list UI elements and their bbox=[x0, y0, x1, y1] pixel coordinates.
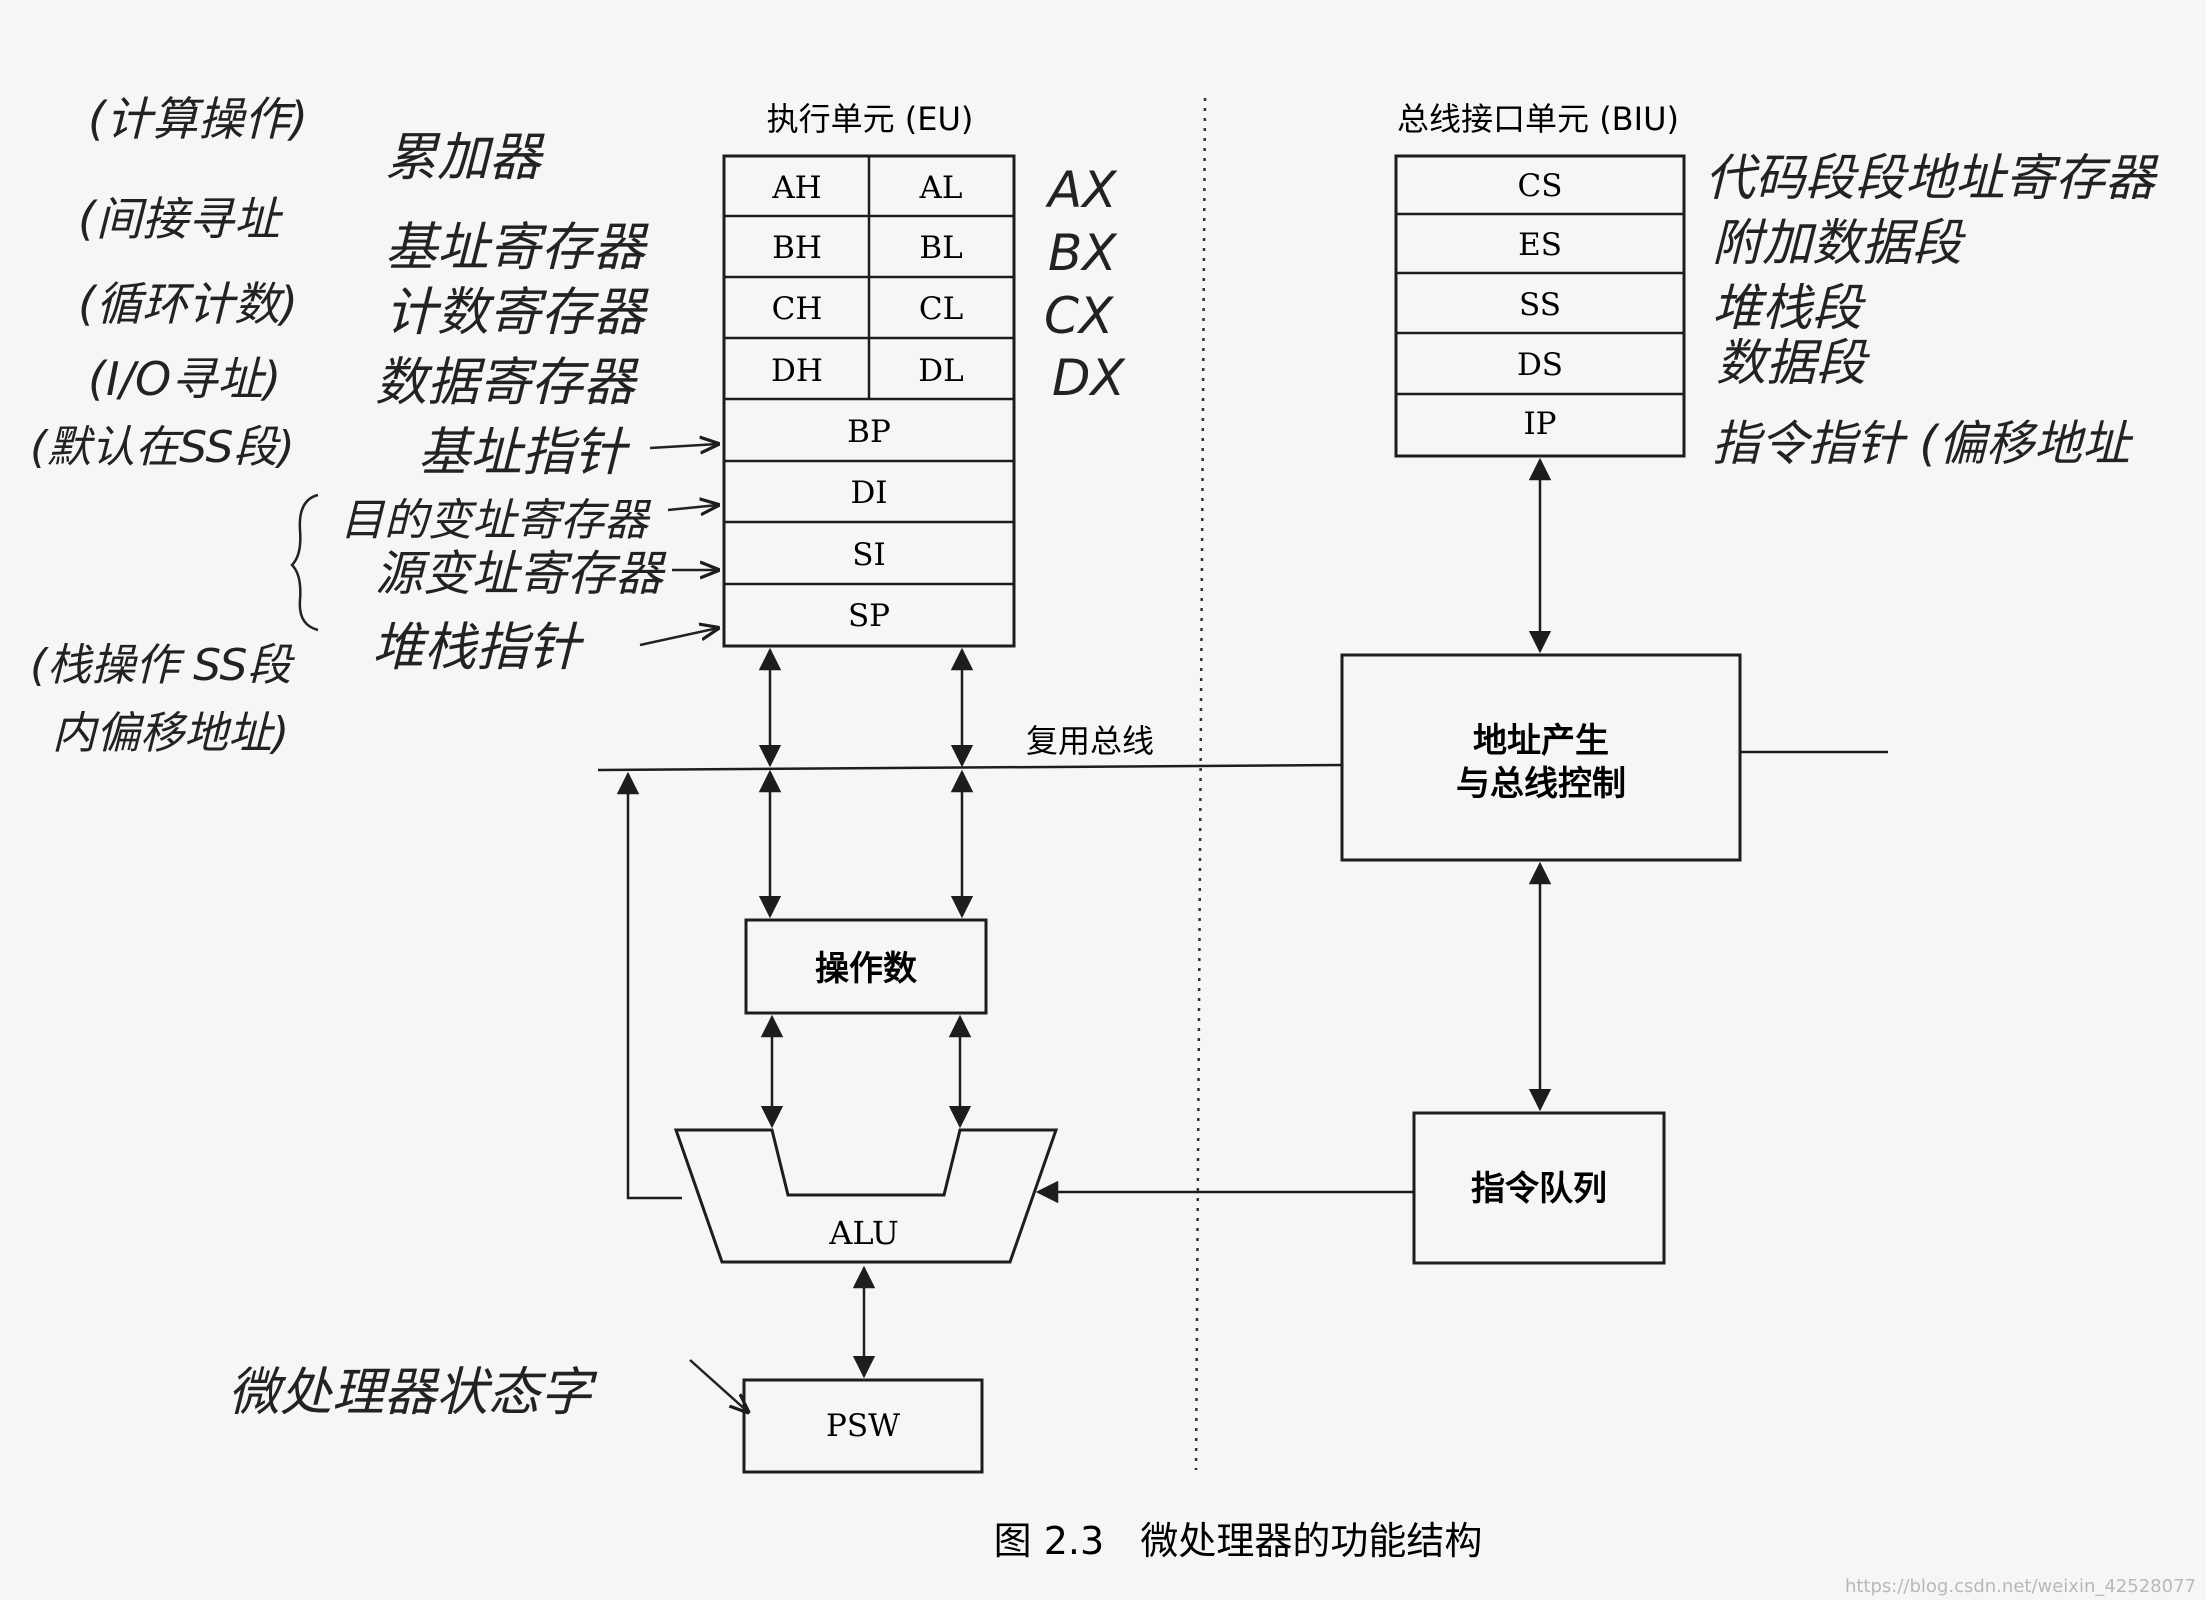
note-indirect-addressing: (间接寻址 bbox=[78, 192, 284, 246]
register-es: ES bbox=[1518, 227, 1562, 263]
note-stack-op-a: (栈操作 SS段 bbox=[30, 640, 295, 691]
note-loop-count: (循环计数) bbox=[78, 277, 298, 331]
register-ch: CH bbox=[772, 291, 823, 327]
handwritten-register-names: AX BX CX DX bbox=[1044, 161, 1127, 407]
note-cx: CX bbox=[1044, 287, 1115, 345]
eu-title: 执行单元 (EU) bbox=[767, 100, 974, 138]
note-default-ss: (默认在SS段) bbox=[30, 422, 295, 473]
note-ds: 数据段 bbox=[1716, 334, 1870, 392]
handwritten-marks bbox=[290, 444, 748, 1412]
register-bh: BH bbox=[772, 230, 822, 266]
instruction-queue-label: 指令队列 bbox=[1471, 1169, 1607, 1209]
operand-label: 操作数 bbox=[815, 949, 917, 989]
operand-box: 操作数 bbox=[744, 918, 988, 1015]
register-cl: CL bbox=[919, 291, 963, 327]
note-es: 附加数据段 bbox=[1712, 214, 1966, 272]
address-bus-control-line1: 地址产生 bbox=[1473, 721, 1609, 761]
data-flow-arrows bbox=[616, 457, 1552, 1379]
bus-label: 复用总线 bbox=[1026, 722, 1154, 760]
register-al: AL bbox=[919, 170, 963, 206]
hw-arrow-psw bbox=[689, 1359, 748, 1412]
note-psw: 微处理器状态字 bbox=[228, 1363, 598, 1423]
eu-register-file: AH AL BH BL CH CL DH DL BP DI SI SP bbox=[722, 154, 1016, 648]
note-bx: BX bbox=[1048, 224, 1118, 282]
note-dx: DX bbox=[1052, 349, 1127, 407]
register-ah: AH bbox=[771, 170, 821, 206]
alu-unit: ALU bbox=[673, 1128, 1059, 1264]
biu-title: 总线接口单元 (BIU) bbox=[1397, 100, 1679, 138]
register-ds: DS bbox=[1517, 347, 1563, 383]
note-data-register: 数据寄存器 bbox=[375, 353, 639, 413]
hw-arrow-di bbox=[667, 505, 718, 510]
handwritten-notes-right: 代码段段地址寄存器 附加数据段 堆栈段 数据段 指令指针 (偏移地址 bbox=[1705, 149, 2159, 472]
figure-caption: 图 2.3 微处理器的功能结构 bbox=[994, 1519, 1483, 1563]
note-ip: 指令指针 (偏移地址 bbox=[1712, 416, 2134, 472]
instruction-queue-box: 指令队列 bbox=[1412, 1111, 1666, 1265]
register-si: SI bbox=[852, 537, 885, 573]
note-compute-ops: (计算操作) bbox=[88, 92, 308, 146]
note-stack-op-b: 内偏移地址) bbox=[52, 708, 289, 759]
register-bl: BL bbox=[919, 230, 962, 266]
note-source-index: 源变址寄存器 bbox=[375, 546, 667, 602]
eu-biu-divider bbox=[1194, 97, 1207, 1471]
note-io-addressing: (I/O寻址) bbox=[88, 352, 281, 406]
register-dl: DL bbox=[918, 353, 963, 389]
watermark: https://blog.csdn.net/weixin_42528077 bbox=[1845, 1576, 2196, 1597]
note-count-register: 计数寄存器 bbox=[385, 283, 649, 343]
note-accumulator: 累加器 bbox=[385, 128, 545, 188]
psw-label: PSW bbox=[826, 1408, 900, 1444]
note-base-pointer: 基址指针 bbox=[418, 423, 631, 483]
note-cs: 代码段段地址寄存器 bbox=[1705, 149, 2159, 207]
register-di: DI bbox=[850, 475, 887, 511]
handwritten-brace bbox=[290, 493, 319, 632]
register-ss: SS bbox=[1519, 287, 1561, 323]
arrow-alu-to-bus bbox=[616, 771, 682, 1200]
handwritten-notes-left: (计算操作) 累加器 (间接寻址 基址寄存器 (循环计数) 计数寄存器 (I/O… bbox=[30, 92, 667, 1423]
note-ss: 堆栈段 bbox=[1712, 279, 1866, 337]
alu-label: ALU bbox=[828, 1214, 899, 1252]
register-dh: DH bbox=[771, 353, 823, 389]
register-bp: BP bbox=[847, 414, 891, 450]
address-bus-control-line2: 与总线控制 bbox=[1456, 764, 1626, 804]
hw-arrow-bp bbox=[649, 444, 718, 448]
register-cs: CS bbox=[1518, 168, 1563, 204]
hw-arrow-sp bbox=[639, 628, 718, 647]
multiplexed-bus: 复用总线 bbox=[597, 722, 1888, 772]
register-ip: IP bbox=[1523, 406, 1556, 442]
address-bus-control-box: 地址产生 与总线控制 bbox=[1340, 653, 1742, 862]
biu-register-file: CS ES SS DS IP bbox=[1394, 154, 1686, 458]
note-dest-index: 目的变址寄存器 bbox=[340, 495, 652, 546]
note-ax: AX bbox=[1045, 161, 1118, 219]
register-sp: SP bbox=[848, 598, 890, 634]
note-stack-pointer: 堆栈指针 bbox=[372, 618, 585, 678]
note-base-register: 基址寄存器 bbox=[385, 218, 649, 278]
psw-box: PSW bbox=[742, 1378, 984, 1474]
